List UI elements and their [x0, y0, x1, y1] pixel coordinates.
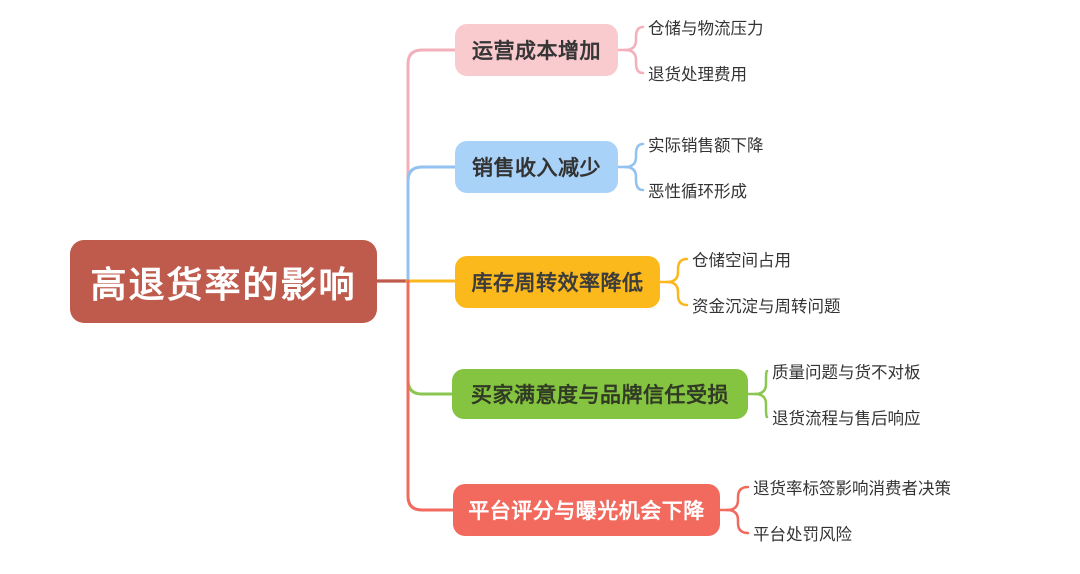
branch-node-platform-rating-exposure-drop[interactable]: 平台评分与曝光机会下降	[453, 484, 720, 536]
branch-node-inventory-turnover-decline[interactable]: 库存周转效率降低	[455, 256, 660, 308]
root-node-high-return-rate-impact[interactable]: 高退货率的影响	[70, 240, 377, 323]
branch-node-label: 买家满意度与品牌信任受损	[471, 384, 729, 407]
leaf-node-platform-penalty-risk[interactable]: 平台处罚风险	[753, 526, 852, 544]
branch-node-label: 销售收入减少	[472, 157, 601, 180]
leaf-node-warehouse-space-occupied[interactable]: 仓储空间占用	[692, 252, 791, 270]
leaf-node-return-handling-fees[interactable]: 退货处理费用	[648, 66, 747, 84]
leaf-node-capital-tied-up-turnover-issues[interactable]: 资金沉淀与周转问题	[692, 298, 841, 316]
branch-node-buyer-satisfaction-brand-trust-damage[interactable]: 买家满意度与品牌信任受损	[452, 369, 748, 419]
branch-node-sales-revenue-decrease[interactable]: 销售收入减少	[455, 141, 618, 193]
leaf-node-quality-issues-mismatch[interactable]: 质量问题与货不对板	[772, 364, 921, 382]
branch-node-label: 平台评分与曝光机会下降	[468, 500, 705, 523]
leaf-node-warehouse-logistics-pressure[interactable]: 仓储与物流压力	[648, 20, 764, 38]
root-node-label: 高退货率的影响	[90, 263, 357, 305]
leaf-node-actual-sales-decline[interactable]: 实际销售额下降	[648, 137, 764, 155]
branch-node-operating-cost-increase[interactable]: 运营成本增加	[455, 24, 618, 76]
leaf-node-return-process-aftersales-response[interactable]: 退货流程与售后响应	[772, 410, 921, 428]
leaf-node-vicious-cycle-forms[interactable]: 恶性循环形成	[648, 183, 747, 201]
branch-node-label: 运营成本增加	[472, 40, 601, 63]
branch-node-label: 库存周转效率降低	[471, 272, 644, 295]
leaf-node-return-rate-label-affects-consumer-decisions[interactable]: 退货率标签影响消费者决策	[753, 480, 951, 498]
